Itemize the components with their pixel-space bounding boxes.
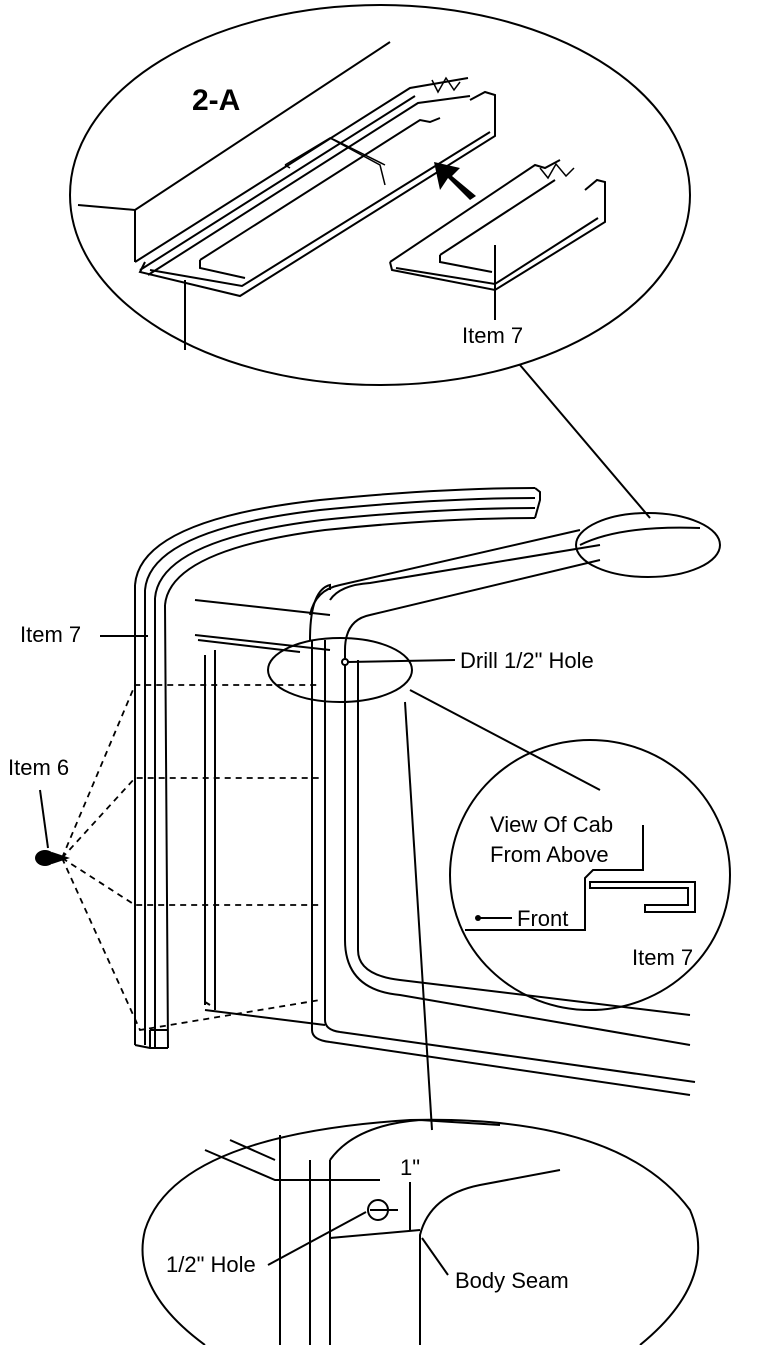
screw-icon [35,850,70,866]
vertical-rail [134,585,169,1049]
screw-locations-dashed [61,684,321,1032]
drip-rail-detail-ring [575,512,721,578]
fixed-channel [134,77,496,298]
detail-2a-title: 2-A [192,84,240,117]
detail-top-view-ellipse [449,739,731,1011]
hole-size-label: 1/2" Hole [166,1252,256,1277]
detail-hole-location: 1" 1/2" Hole Body Seam [141,1118,700,1346]
view-line2: From Above [490,842,609,867]
view-line1: View Of Cab [490,812,613,837]
detail-top-view: View Of Cab From Above Front Item 7 [449,739,731,1011]
drip-rail [134,487,536,606]
detail-item7-label: Item 7 [632,945,693,970]
detail-2a-item-label: Item 7 [462,323,523,348]
item7-label: Item 7 [20,622,81,647]
front-label: Front [517,906,568,931]
drill-hole-label: Drill 1/2" Hole [460,648,594,673]
drill-hole-mark [341,658,349,666]
detail-2a-ellipse [69,4,691,386]
cab-main-view: Drill 1/2" Hole Item 7 Item 6 [8,487,721,1131]
insert-arrow [434,162,476,200]
dimension-label: 1" [400,1155,420,1180]
body-seam-label: Body Seam [455,1268,569,1293]
cab-section-profile [465,825,644,931]
rail-section-profile [589,881,696,913]
b-pillar [311,640,341,1043]
loose-channel [389,159,606,292]
item6-label: Item 6 [8,755,69,780]
cab-roof-line [77,41,391,212]
detail-2a: 2-A Item 7 [69,4,691,519]
